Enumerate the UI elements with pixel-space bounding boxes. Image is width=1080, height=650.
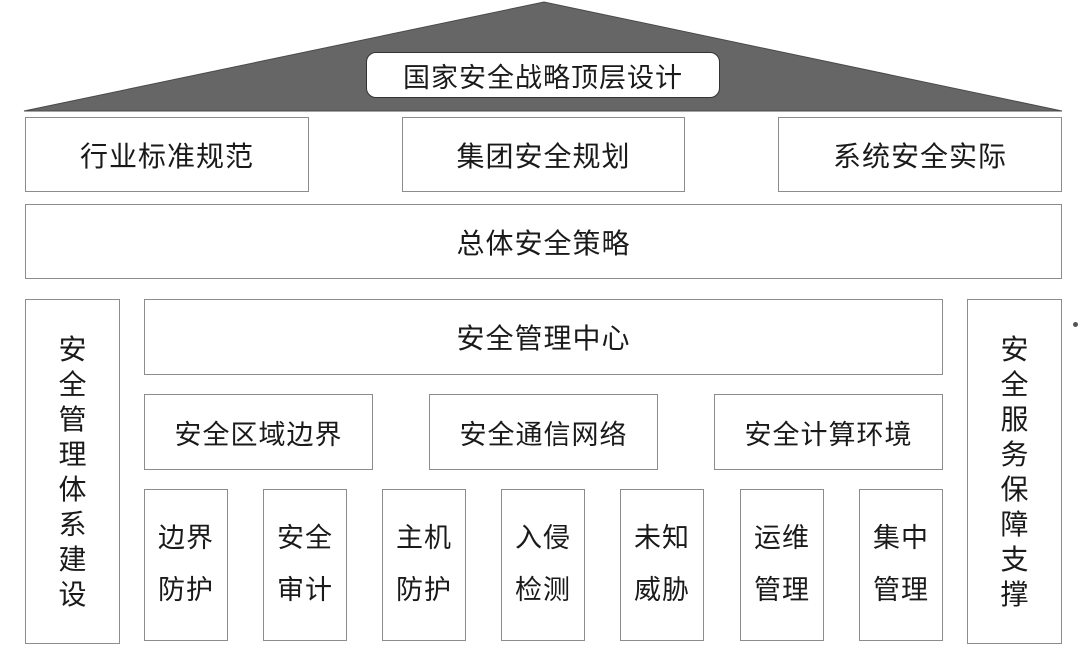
function-host-protection: 主机 防护: [382, 489, 466, 641]
national-strategy-title: 国家安全战略顶层设计: [366, 52, 720, 98]
security-service-support-pillar: 安 全 服 务 保 障 支 撑: [967, 299, 1062, 644]
function-unknown-threat: 未知 威胁: [620, 489, 704, 641]
function-intrusion-detection: 入侵 检测: [501, 489, 585, 641]
security-management-center-box: 安全管理中心: [144, 299, 943, 375]
system-security-practice-box: 系统安全实际: [778, 117, 1062, 192]
security-zone-boundary-box: 安全区域边界: [144, 394, 373, 470]
overall-security-strategy-box: 总体安全策略: [25, 204, 1062, 279]
function-security-audit: 安全 审计: [263, 489, 347, 641]
function-boundary-protection: 边界 防护: [144, 489, 228, 641]
stray-dot: [1073, 322, 1078, 327]
group-security-planning-box: 集团安全规划: [402, 117, 685, 192]
function-centralized-management: 集中 管理: [859, 489, 943, 641]
security-management-system-pillar: 安 全 管 理 体 系 建 设: [25, 299, 120, 644]
function-ops-management: 运维 管理: [740, 489, 824, 641]
security-computing-environment-box: 安全计算环境: [714, 394, 943, 470]
security-communication-network-box: 安全通信网络: [429, 394, 658, 470]
industry-standards-box: 行业标准规范: [25, 117, 309, 192]
